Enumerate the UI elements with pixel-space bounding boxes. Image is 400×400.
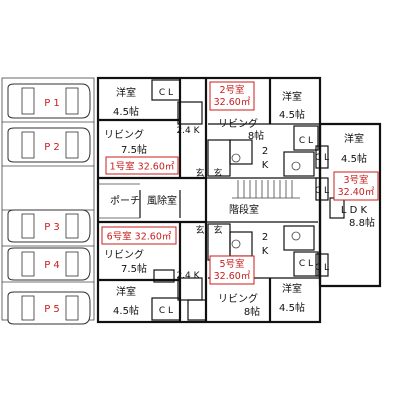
- stair-hall-label: 階段室: [229, 203, 259, 216]
- parking-label-p3: P 3: [44, 222, 60, 233]
- unit1-western-size: 4.5帖: [113, 105, 139, 118]
- unit1-closet: C L: [159, 88, 173, 98]
- unit-5-number: 5号室: [219, 258, 244, 270]
- unit5-closet: C L: [299, 259, 313, 269]
- unit-2-number: 2号室: [219, 84, 244, 96]
- parking-label-p1: P 1: [44, 98, 60, 109]
- unit1-living-size: 7.5帖: [121, 143, 147, 156]
- unit5-living-size: 8帖: [244, 305, 260, 318]
- unit5-kitchen-k: K: [262, 246, 269, 257]
- unit-2-area: 32.60㎡: [214, 97, 251, 108]
- unit3-closet-3: C L: [315, 263, 329, 273]
- unit1-western-room: 洋室: [116, 86, 136, 99]
- unit2-closet: C L: [299, 136, 313, 146]
- parking-space-p5: P 5: [7, 291, 91, 325]
- unit3-ldk-size: 8.8帖: [349, 216, 375, 229]
- unit5-western-size: 4.5帖: [279, 301, 305, 314]
- windbreak-room-label: 風除室: [147, 194, 177, 207]
- unit6-living-size: 7.5帖: [121, 262, 147, 275]
- unit6-kitchen: 2.4 K: [176, 271, 200, 281]
- unit2-kitchen-k: K: [262, 160, 269, 171]
- parking-space-p3: P 3: [7, 209, 91, 243]
- unit2-entrance: 玄: [213, 167, 222, 179]
- parking-area: P 1 P 2 P 3 P 4 P 5: [1, 77, 95, 325]
- unit-3-number: 3号室: [343, 174, 368, 186]
- parking-space-p2: P 2: [7, 127, 91, 163]
- unit2-western-size: 4.5帖: [279, 108, 305, 121]
- unit1-kitchen: 2.4 K: [176, 126, 200, 136]
- unit3-western-size: 4.5帖: [341, 152, 367, 165]
- porch-label: ポーチ: [110, 195, 140, 207]
- unit-6-label: 6号室 32.60㎡: [107, 231, 172, 243]
- unit2-living: リビング: [218, 117, 258, 130]
- unit2-living-size: 8帖: [248, 129, 264, 142]
- parking-label-p5: P 5: [44, 304, 60, 315]
- room-labels: 洋室 4.5帖 C L リビング 7.5帖 2.4 K 玄 リビング 8帖 洋室…: [104, 86, 375, 318]
- unit1-entrance: 玄: [195, 167, 204, 179]
- unit1-living: リビング: [104, 128, 144, 141]
- unit-1-label: 1号室 32.60㎡: [110, 161, 175, 173]
- parking-space-p1: P 1: [7, 83, 91, 119]
- parking-label-p2: P 2: [44, 142, 60, 153]
- unit6-western-room: 洋室: [116, 285, 136, 298]
- parking-space-p4: P 4: [7, 247, 91, 281]
- unit-labels: 1号室 32.60㎡ 2号室 32.60㎡ 3号室 32.40㎡ 5号室 32.…: [101, 81, 379, 285]
- unit5-entrance: 玄: [213, 224, 222, 236]
- unit6-closet: C L: [159, 306, 173, 316]
- unit5-kitchen-2: 2: [262, 232, 268, 243]
- unit3-closet-1: C L: [315, 153, 329, 163]
- unit3-closet-2: C L: [315, 186, 329, 196]
- unit6-living: リビング: [104, 248, 144, 261]
- unit5-living: リビング: [218, 292, 258, 305]
- unit5-western-room: 洋室: [282, 282, 302, 295]
- stairs-treads: [232, 180, 300, 199]
- unit-3-area: 32.40㎡: [338, 187, 375, 198]
- unit2-western-room: 洋室: [282, 90, 302, 103]
- parking-label-p4: P 4: [44, 260, 60, 271]
- unit-5-area: 32.60㎡: [214, 271, 251, 282]
- unit2-kitchen-2: 2: [262, 146, 268, 157]
- unit6-entrance: 玄: [195, 224, 204, 236]
- unit3-ldk: L D K: [341, 205, 368, 216]
- unit6-western-size: 4.5帖: [113, 304, 139, 317]
- unit3-western-room: 洋室: [344, 132, 364, 145]
